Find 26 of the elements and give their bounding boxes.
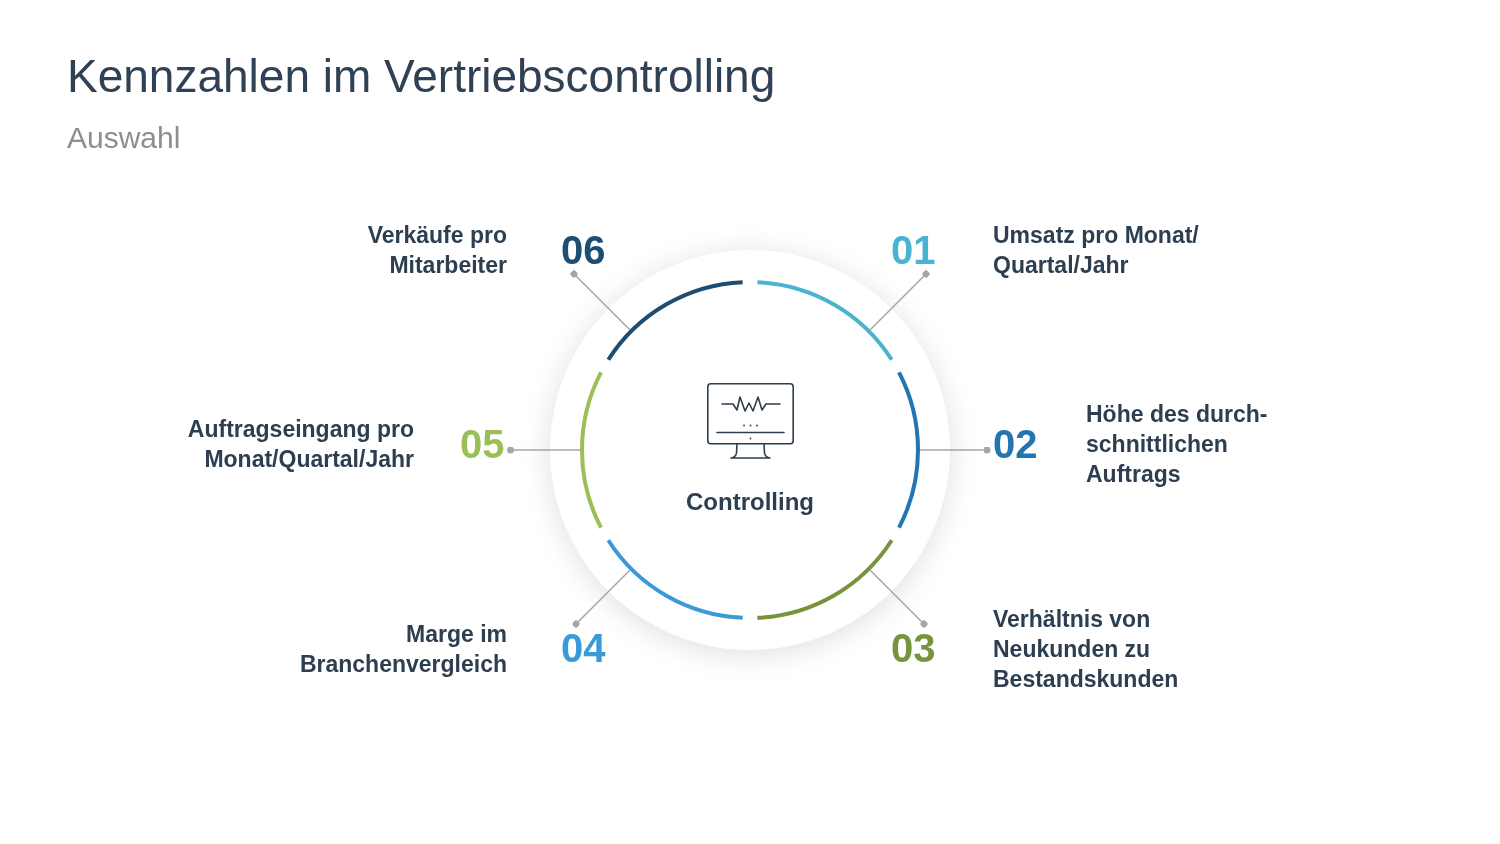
leader-line [570,270,631,331]
description-text: Auftragseingang pro Monat/Quartal/Jahr [186,415,414,474]
arc-segment [606,280,743,361]
description-text: Marge im Branchenvergleich [298,620,507,679]
description-text: Höhe des durch- schnittlichen Auftrags [1086,400,1269,489]
leader-line [869,270,930,331]
step-number: 02 [987,420,1044,468]
arc-segment [897,371,920,529]
leader-line [919,446,991,454]
step-number: 04 [555,624,612,672]
arc-segment [606,539,743,620]
leader-line [507,446,581,454]
step-number: 05 [454,420,511,468]
arc-segment [757,539,894,620]
center-label: Controlling [686,487,814,517]
subtitle: Auswahl [67,123,181,153]
step-number: 03 [885,624,942,672]
description-text: Verhältnis von Neukunden zu Bestandskunden [993,605,1180,694]
leader-line [869,569,928,628]
description-text: Verkäufe pro Mitarbeiter [366,221,507,280]
step-number: 01 [885,226,942,274]
step-number: 06 [555,226,612,274]
arc-segment [757,280,894,361]
description-text: Umsatz pro Monat/ Quartal/Jahr [993,221,1200,280]
arc-segment [580,371,603,529]
leader-line [572,569,631,628]
